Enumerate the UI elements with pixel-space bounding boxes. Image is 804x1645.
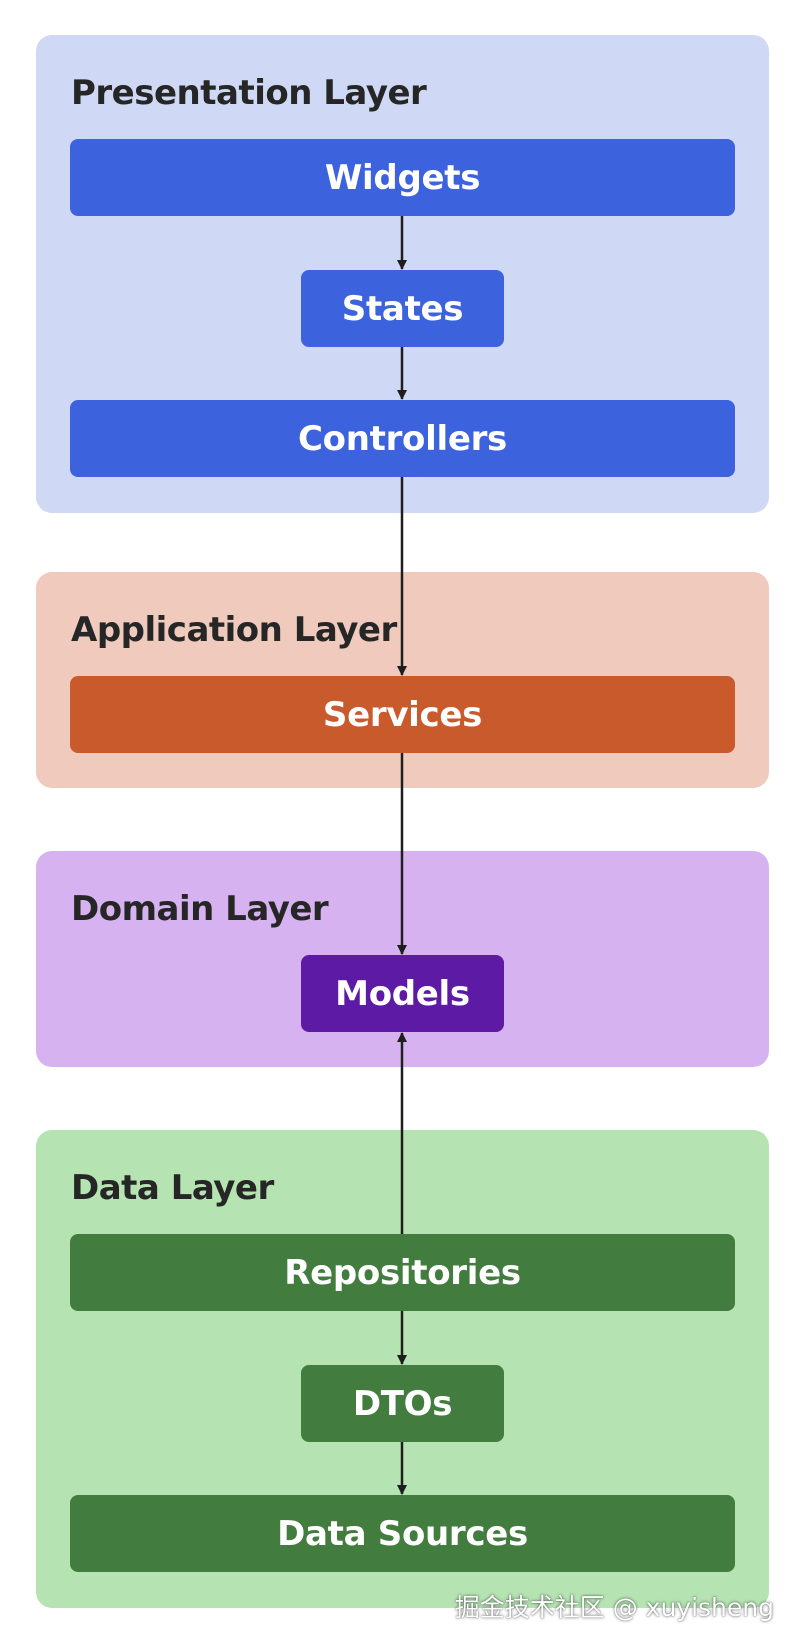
repositories-box: Repositories bbox=[70, 1234, 735, 1311]
widgets-box: Widgets bbox=[70, 139, 735, 216]
watermark: 掘金技术社区 @ xuyisheng bbox=[454, 1593, 774, 1622]
states-box: States bbox=[301, 270, 504, 347]
data-layer-title: Data Layer bbox=[71, 1168, 274, 1208]
dtos-box: DTOs bbox=[301, 1365, 504, 1442]
data-sources-box: Data Sources bbox=[70, 1495, 735, 1572]
domain-layer-title: Domain Layer bbox=[71, 889, 329, 929]
controllers-box: Controllers bbox=[70, 400, 735, 477]
services-box: Services bbox=[70, 676, 735, 753]
presentation-layer-title: Presentation Layer bbox=[71, 73, 427, 113]
application-layer-title: Application Layer bbox=[71, 610, 397, 650]
models-box: Models bbox=[301, 955, 504, 1032]
